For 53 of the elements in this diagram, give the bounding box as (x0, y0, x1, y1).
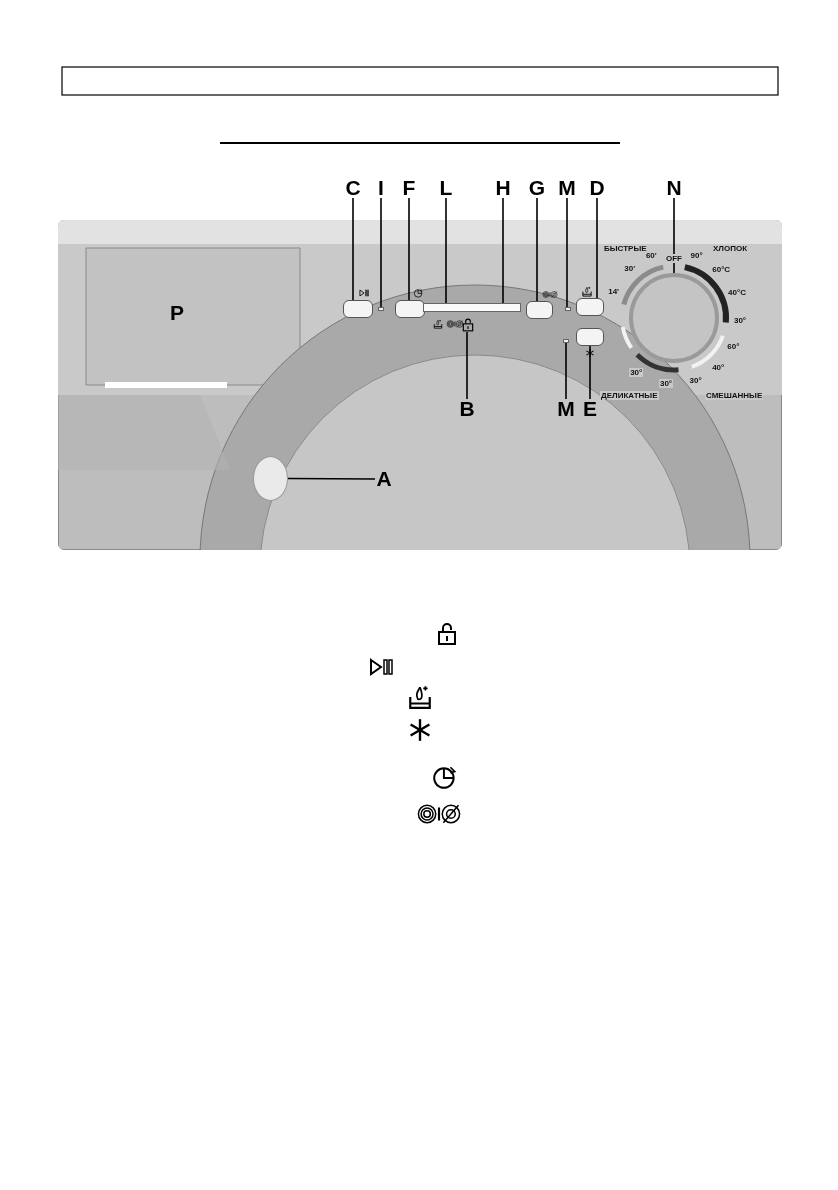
leader-line (596, 197, 598, 299)
indicator-light (565, 307, 571, 311)
leader-line (502, 197, 504, 304)
leader-line (445, 197, 447, 304)
dial-label: 14' (607, 286, 620, 296)
leader-line (589, 345, 591, 400)
leader-line (536, 197, 538, 302)
dial-label: 30' (623, 264, 637, 274)
dial-label: ДЕЛИКАТНЫЕ (600, 391, 659, 400)
lock-icon (461, 318, 475, 332)
cold-wash-button (576, 328, 604, 346)
callout-letter: G (528, 178, 546, 198)
display-window (423, 303, 521, 312)
dial-label: 90° (689, 251, 704, 261)
dial-label: 60°C (711, 264, 732, 274)
leader-line (352, 197, 354, 301)
dial-label: 40°C (727, 288, 747, 297)
callout-letter: A (375, 469, 393, 489)
callout-letter: P (170, 303, 184, 323)
leader-line (380, 197, 382, 308)
start-pause-button (343, 300, 373, 318)
callout-letter: D (588, 178, 606, 198)
callout-letter: B (458, 399, 476, 419)
dial-label: 60° (726, 342, 741, 352)
dial-label: 30° (658, 379, 674, 388)
callout-letter: M (557, 399, 575, 419)
dial-label: 40° (711, 362, 726, 372)
water-plus-button (576, 298, 604, 316)
leader-line (408, 197, 410, 301)
dial-label: 60' (644, 251, 658, 261)
callout-letter: F (400, 178, 418, 198)
leader-line (466, 331, 468, 400)
callout-letter: H (494, 178, 512, 198)
indicator-light (378, 307, 384, 311)
spin-option-button (526, 301, 553, 319)
callout-letter: L (437, 178, 455, 198)
leader-line (673, 197, 675, 274)
dial-label: 30° (732, 315, 748, 325)
delay-start-button (395, 300, 425, 318)
leader-line (566, 197, 568, 308)
leader-line (287, 477, 376, 480)
callout-letter: I (372, 178, 390, 198)
callout-letter: E (581, 399, 599, 419)
dial-label: 30° (688, 375, 703, 385)
dial-label: БЫСТРЫЕ (603, 244, 648, 253)
indicator-light (563, 339, 569, 343)
callout-letter: C (344, 178, 362, 198)
callout-letter: N (665, 178, 683, 198)
dial-label: OFF (665, 253, 683, 263)
dial-label: ХЛОПОК (712, 244, 749, 253)
dial-label: СМЕШАННЫЕ (705, 391, 764, 400)
callout-letter: M (558, 178, 576, 198)
leader-line (565, 342, 567, 400)
